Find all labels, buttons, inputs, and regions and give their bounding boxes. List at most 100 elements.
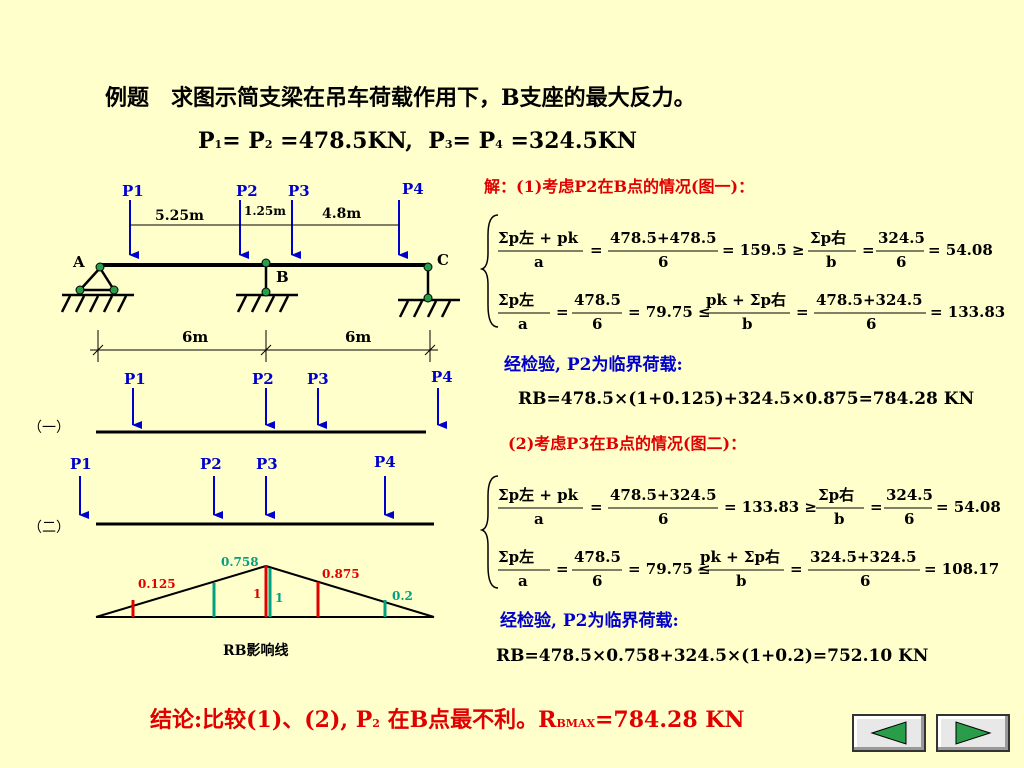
case1-p1: P1 [124,370,146,388]
svg-text:b: b [834,510,845,528]
svg-text:=: = [590,498,603,516]
problem-title: 例题 求图示简支梁在吊车荷载作用下，B支座的最大反力。 [105,85,696,111]
svg-text:Σp右: Σp右 [810,229,846,247]
svg-text:=: = [862,241,875,259]
svg-text:pk + Σp右: pk + Σp右 [706,291,786,309]
svg-text:= 133.83 ≥: = 133.83 ≥ [724,498,817,516]
svg-text:= 54.08: = 54.08 [928,241,993,259]
svg-text:Σp左 + pk: Σp左 + pk [498,486,579,504]
svg-text:= 159.5 ≥: = 159.5 ≥ [722,241,805,259]
svg-text:6: 6 [658,510,668,528]
svg-text:=: = [590,241,603,259]
conclusion: 结论:比较(1)、(2), P2 在B点最不利。RBMAX=784.28 KN [150,707,745,733]
dim-5-25: 5.25m [155,208,204,224]
case2-p4: P4 [374,453,396,471]
svg-text:a: a [534,253,544,271]
svg-text:=: = [796,303,809,321]
svg-text:b: b [826,253,837,271]
prev-slide-button[interactable] [852,714,926,752]
load-values: P1= P2 =478.5KN, P3= P4 =324.5KN [198,128,638,154]
top-loads: P1 P2 P3 P4 [122,180,424,200]
solution1-equations: Σp左 + pk a = 478.5+478.5 6 = 159.5 ≥ Σp右… [479,214,1005,333]
span-ab: 6m [182,328,208,346]
svg-text:Σp右: Σp右 [818,486,854,504]
span-bc: 6m [345,328,371,346]
case1-p4: P4 [431,368,453,386]
next-slide-button[interactable] [936,714,1010,752]
solution1-result: RB=478.5×(1+0.125)+324.5×0.875=784.28 KN [518,389,975,409]
svg-text:a: a [518,572,528,590]
svg-text:478.5+324.5: 478.5+324.5 [816,291,923,309]
label-c: C [437,251,449,269]
svg-text:478.5: 478.5 [574,291,621,309]
case1-p3: P3 [307,370,329,388]
svg-text:a: a [518,315,528,333]
case1-p2: P2 [252,370,274,388]
solution2-check: 经检验, P2为临界荷载: [500,611,679,631]
iv-one-b: 1 [275,591,283,605]
case2-p2: P2 [200,455,222,473]
svg-text:= 54.08: = 54.08 [936,498,1001,516]
iv-02: 0.2 [392,589,413,603]
case2-p1: P1 [70,455,92,473]
s2-eq1: Σp左 + pk a = 478.5+324.5 6 = 133.83 ≥ Σp… [498,486,1001,528]
svg-text:a: a [534,510,544,528]
support-a [60,267,134,313]
svg-text:324.5+324.5: 324.5+324.5 [810,548,917,566]
svg-text:6: 6 [860,572,870,590]
svg-text:= 79.75 ≤: = 79.75 ≤ [628,303,711,321]
dim-1-25: 1.25m [244,204,286,218]
support-c [398,265,460,318]
load-p3: P3 [288,182,310,200]
svg-text:6: 6 [904,510,914,528]
svg-text:324.5: 324.5 [886,486,933,504]
iv-0125: 0.125 [138,577,176,591]
svg-text:Σp左 + pk: Σp左 + pk [498,229,579,247]
svg-text:478.5: 478.5 [574,548,621,566]
case2-p3: P3 [256,455,278,473]
label-b: B [276,268,289,286]
svg-text:=: = [870,498,883,516]
triangle-right-icon [955,721,992,745]
solution2-equations: Σp左 + pk a = 478.5+324.5 6 = 133.83 ≥ Σp… [479,475,1001,590]
influence-name: RB影响线 [223,642,288,659]
s1-eq2: Σp左 a = 478.5 6 = 79.75 ≤ pk + Σp右 b = 4… [498,291,1005,333]
solution1-header: 解：(1)考虑P2在B点的情况(图一)： [484,177,755,196]
solution2-header: (2)考虑P3在B点的情况(图二)： [508,434,747,453]
svg-text:= 108.17: = 108.17 [924,560,999,578]
load-p4: P4 [402,180,424,198]
s1-eq1: Σp左 + pk a = 478.5+478.5 6 = 159.5 ≥ Σp右… [498,229,993,271]
iv-0875: 0.875 [322,567,360,581]
s2-eq2: Σp左 a = 478.5 6 = 79.75 ≤ pk + Σp右 b = 3… [498,548,999,590]
svg-text:=: = [556,303,569,321]
load-p1: P1 [122,182,144,200]
svg-text:Σp左: Σp左 [498,291,534,309]
svg-text:pk + Σp右: pk + Σp右 [700,548,780,566]
dim-4-8: 4.8m [322,206,361,222]
load-p2: P2 [236,182,258,200]
case2-label: （二） [28,520,70,536]
svg-text:=: = [556,560,569,578]
iv-one-a: 1 [253,587,261,601]
svg-text:6: 6 [896,253,906,271]
svg-text:478.5+324.5: 478.5+324.5 [610,486,717,504]
beam-diagram: P1 P2 P3 P4 5.25m 1.25m 4.8m A B C [28,180,460,659]
svg-text:324.5: 324.5 [878,229,925,247]
case1-label: （一） [28,420,70,436]
solution1-check: 经检验, P2为临界荷载: [504,355,683,375]
svg-text:6: 6 [866,315,876,333]
svg-text:478.5+478.5: 478.5+478.5 [610,229,717,247]
svg-text:= 133.83: = 133.83 [930,303,1005,321]
svg-text:6: 6 [592,572,602,590]
svg-text:=: = [790,560,803,578]
svg-text:6: 6 [658,253,668,271]
label-a: A [72,253,85,271]
solution2-result: RB=478.5×0.758+324.5×(1+0.2)=752.10 KN [496,646,929,666]
svg-text:b: b [736,572,747,590]
svg-text:= 79.75 ≤: = 79.75 ≤ [628,560,711,578]
svg-text:Σp左: Σp左 [498,548,534,566]
iv-0758: 0.758 [221,555,259,569]
svg-text:6: 6 [592,315,602,333]
triangle-left-icon [870,721,907,745]
svg-text:b: b [742,315,753,333]
